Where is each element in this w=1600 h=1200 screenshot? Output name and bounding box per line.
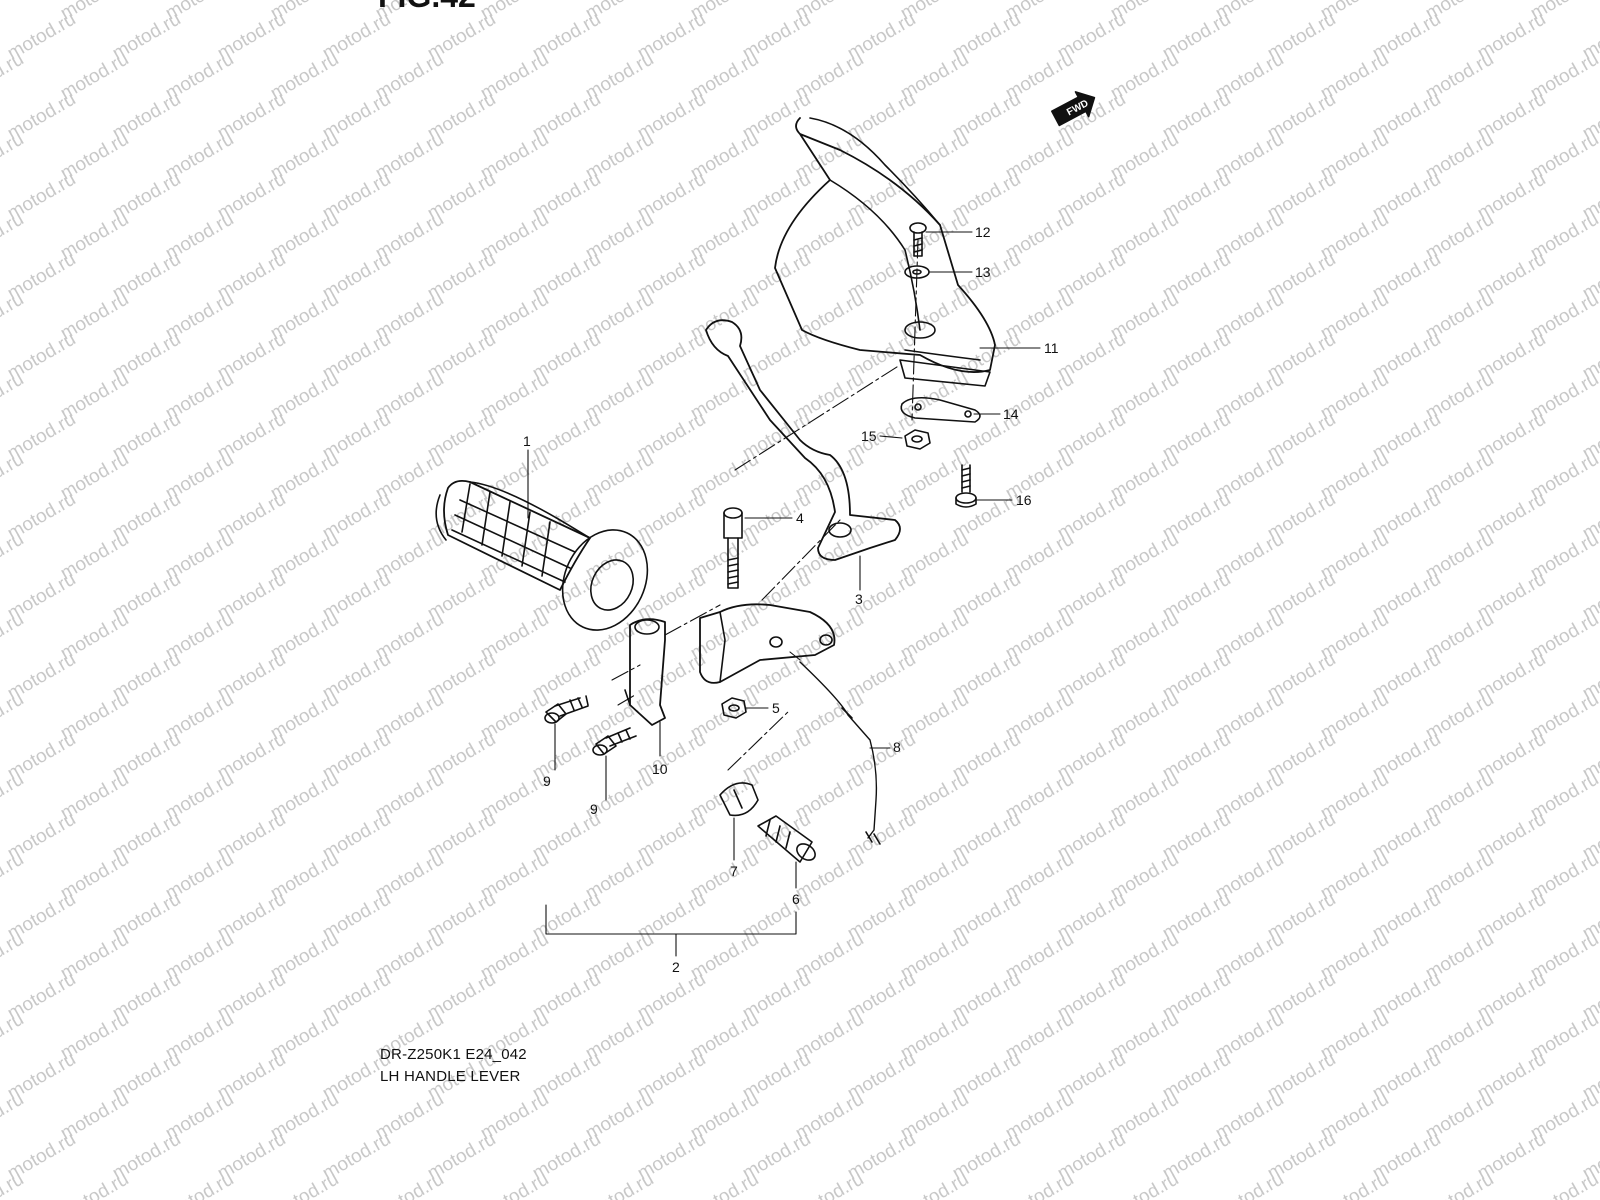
- watermark-text: motod.ru: [792, 1169, 867, 1200]
- part-label-8: 8: [893, 739, 901, 755]
- part-label-14: 14: [1003, 406, 1019, 422]
- part-label-2: 2: [672, 959, 680, 975]
- assembly-axes: [611, 239, 919, 771]
- part-label-1: 1: [523, 433, 531, 449]
- caption-name: LH HANDLE LEVER: [380, 1068, 521, 1085]
- watermark-text: motod.ru: [267, 1169, 342, 1200]
- part-label-15: 15: [861, 428, 877, 444]
- watermark-text: motod.ru: [372, 1169, 447, 1200]
- pivot-bolt-4: [723, 507, 743, 589]
- clutch-lever-3: [705, 319, 901, 561]
- part-label-7: 7: [730, 863, 738, 879]
- part-label-9b: 9: [590, 801, 598, 817]
- watermark-text: motod.ru: [1317, 1169, 1392, 1200]
- adjuster-6: [757, 815, 816, 863]
- switch-wire-8: [799, 661, 881, 845]
- watermark-text: motod.ru: [1107, 1169, 1182, 1200]
- nut-15: [904, 429, 931, 450]
- part-label-9a: 9: [543, 773, 551, 789]
- watermark-text: motod.ru: [57, 1169, 132, 1200]
- leader-lines: [527, 231, 1041, 957]
- part-label-10: 10: [652, 761, 668, 777]
- watermark-text: motod.ru: [687, 1169, 762, 1200]
- part-label-16: 16: [1016, 492, 1032, 508]
- part-label-11: 11: [1044, 340, 1059, 356]
- part-label-13: 13: [975, 264, 991, 280]
- part-label-6: 6: [792, 891, 800, 907]
- bolt-9b: [592, 727, 637, 756]
- grip-1: [435, 479, 649, 631]
- part-label-5: 5: [772, 700, 780, 716]
- nut-5: [721, 697, 747, 719]
- watermark-text: motod.ru: [1212, 1169, 1287, 1200]
- part-labels: 1 2 3 4 5 6 7 8 9 9 10 11 12 13 14 15 16: [523, 224, 1059, 975]
- watermark-text: motod.ru: [1527, 1169, 1600, 1200]
- watermark-text: motod.ru: [1422, 1169, 1497, 1200]
- plate-14: [900, 396, 981, 423]
- bolt-16: [955, 464, 977, 508]
- figure-title: FIG.42: [378, 0, 476, 15]
- watermark-text: motod.ru: [1002, 1169, 1077, 1200]
- part-label-3: 3: [855, 591, 863, 607]
- part-label-12: 12: [975, 224, 991, 240]
- bolt-9a: [544, 695, 589, 724]
- watermark-text: motod.ru: [162, 1169, 237, 1200]
- collar-7: [719, 782, 759, 817]
- watermark-text: motod.ru: [0, 0, 27, 24]
- caption-model: DR-Z250K1 E24_042: [380, 1046, 527, 1063]
- lever-holder: [699, 603, 836, 684]
- bracket-10: [624, 618, 666, 726]
- watermark-text: motod.ru: [582, 1169, 657, 1200]
- watermark-text: motod.ru: [897, 1169, 972, 1200]
- watermark-text: motod.ru: [477, 1169, 552, 1200]
- part-label-4: 4: [796, 510, 804, 526]
